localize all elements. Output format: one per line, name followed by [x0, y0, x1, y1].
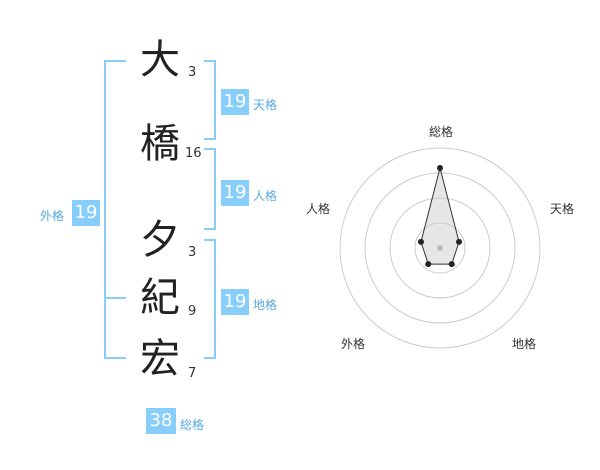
- tenkaku-bracket: [204, 60, 216, 140]
- radar-ring: [414, 222, 466, 274]
- gaikaku-bracket: [104, 60, 126, 359]
- name-char-1: 大: [140, 37, 180, 83]
- radar-ring: [364, 172, 516, 324]
- stroke-count-2: 16: [185, 146, 202, 161]
- radar-point: [417, 238, 424, 245]
- radar-label-tenkaku: 天格: [549, 202, 574, 216]
- radar-ring: [339, 147, 541, 349]
- radar-label-jinkaku: 人格: [305, 202, 330, 216]
- soukaku-value: 38: [146, 408, 176, 434]
- tenkaku-label: 天格: [253, 98, 278, 112]
- radar-series-polygon: [420, 167, 460, 265]
- radar-label-soukaku: 総格: [428, 125, 453, 139]
- jinkaku-bracket: [204, 148, 216, 230]
- radar-point: [456, 238, 463, 245]
- jinkaku-value: 19: [221, 180, 249, 206]
- radar-center: [437, 245, 443, 251]
- chikaku-label: 地格: [253, 298, 278, 312]
- radar-ring: [389, 197, 491, 299]
- name-char-2: 橋: [140, 121, 180, 167]
- chikaku-bracket: [204, 239, 216, 359]
- radar-label-chikaku: 地格: [511, 337, 536, 351]
- radar-point: [425, 261, 432, 268]
- gaikaku-bracket-mid: [104, 297, 126, 299]
- stroke-count-1: 3: [188, 65, 197, 80]
- name-char-5: 宏: [140, 336, 180, 382]
- jinkaku-label: 人格: [253, 189, 278, 203]
- gaikaku-label: 外格: [40, 209, 65, 223]
- radar-label-gaikaku: 外格: [340, 337, 365, 351]
- radar-point: [437, 165, 443, 171]
- name-char-3: 夕: [140, 217, 180, 263]
- radar-point: [448, 261, 455, 268]
- name-char-4: 紀: [140, 275, 180, 321]
- tenkaku-value: 19: [221, 89, 249, 115]
- stroke-count-4: 9: [188, 304, 197, 319]
- gaikaku-value: 19: [72, 200, 100, 226]
- stroke-count-3: 3: [188, 245, 197, 260]
- stroke-count-5: 7: [188, 366, 197, 381]
- soukaku-label: 総格: [180, 418, 205, 432]
- chikaku-value: 19: [221, 289, 249, 315]
